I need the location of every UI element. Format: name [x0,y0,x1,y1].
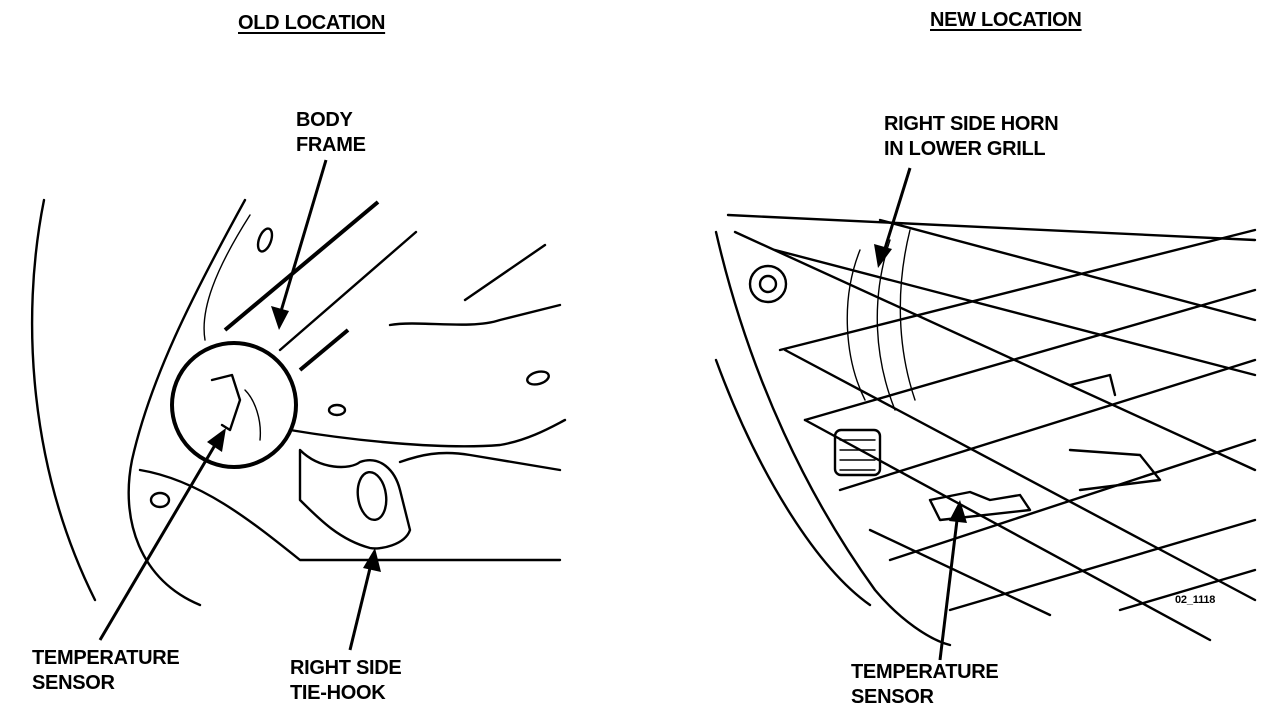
frame-plate-lower [288,418,567,448]
sensor-connector [244,389,262,441]
frame-rail-mid [278,230,418,352]
horn-coil-ridges [839,439,876,471]
frame-rail-lower [298,328,350,372]
temperature-sensor-label-new: TEMPERATURE SENSOR [851,661,999,708]
tie-hook-bracket [398,451,562,472]
tie-hook-label: RIGHT SIDE TIE-HOOK [290,657,402,704]
sensor-bracket-new [928,490,1032,522]
arrow-body-frame [271,306,289,330]
bumper-hole [149,491,171,509]
grid-line-a2 [773,248,1257,377]
grid-line-b1 [778,228,1257,352]
grille-outer-curve [714,230,952,647]
fascia-curve [127,198,247,607]
grid-line-b4 [888,438,1257,562]
tie-hook-body [298,448,412,550]
bracket-top [1068,373,1117,397]
grid-line-b5 [948,518,1257,612]
frame-hole-2 [526,370,550,386]
old-location-panel: OLD LOCATION BODY FRAME TEMPERATURE SENS… [30,12,567,704]
grid-line-a4 [803,418,1212,642]
arrow-temp-sensor-new [949,500,967,523]
horn-label: RIGHT SIDE HORN IN LOWER GRILL [884,113,1059,160]
figure-code: 02_1118 [1175,594,1216,606]
horn-curve-2 [876,239,896,411]
frame-hole-1 [256,227,274,253]
frame-plate-outline [388,303,562,327]
new-location-panel: NEW LOCATION RIGHT SIDE HORN IN LOWER GR… [640,0,1280,718]
body-frame-label: BODY FRAME [296,109,366,156]
grid-line-a6 [878,218,1257,322]
frame-rail-upper [223,200,380,332]
new-location-drawing [714,167,1257,661]
grid-line-b6 [1118,568,1257,612]
grid-line-b3 [838,358,1257,492]
under-curve [138,468,562,562]
frame-hole-3 [327,403,347,417]
sensor-callout-circle [170,341,298,469]
grille-bolt-inner [758,274,778,294]
bracket-right [1068,448,1162,492]
temperature-sensor-label-old: TEMPERATURE SENSOR [32,647,180,694]
horn-curve-1 [846,249,866,401]
horn-curve-3 [899,229,916,401]
tie-hook-hole [356,470,388,522]
bumper-outline [30,198,97,602]
grille-frame-top [726,213,1257,242]
sensor-body [210,373,242,432]
old-location-drawing [30,159,567,651]
arrow-tie-hook [363,548,381,572]
frame-edge-right [463,243,547,302]
grid-line-a1 [733,230,1257,472]
grille-bolt [748,264,788,304]
grid-line-a3 [783,348,1257,602]
grille-outer-curve-2 [714,358,872,607]
old-location-heading: OLD LOCATION [238,12,386,34]
grid-line-b2 [803,288,1257,422]
arrow-horn [874,244,892,268]
fascia-inner-curve [203,214,251,341]
new-location-heading: NEW LOCATION [930,9,1082,31]
horn-coil [833,428,882,477]
arrow-temp-sensor-old [207,428,226,452]
grid-line-a5 [868,528,1052,617]
